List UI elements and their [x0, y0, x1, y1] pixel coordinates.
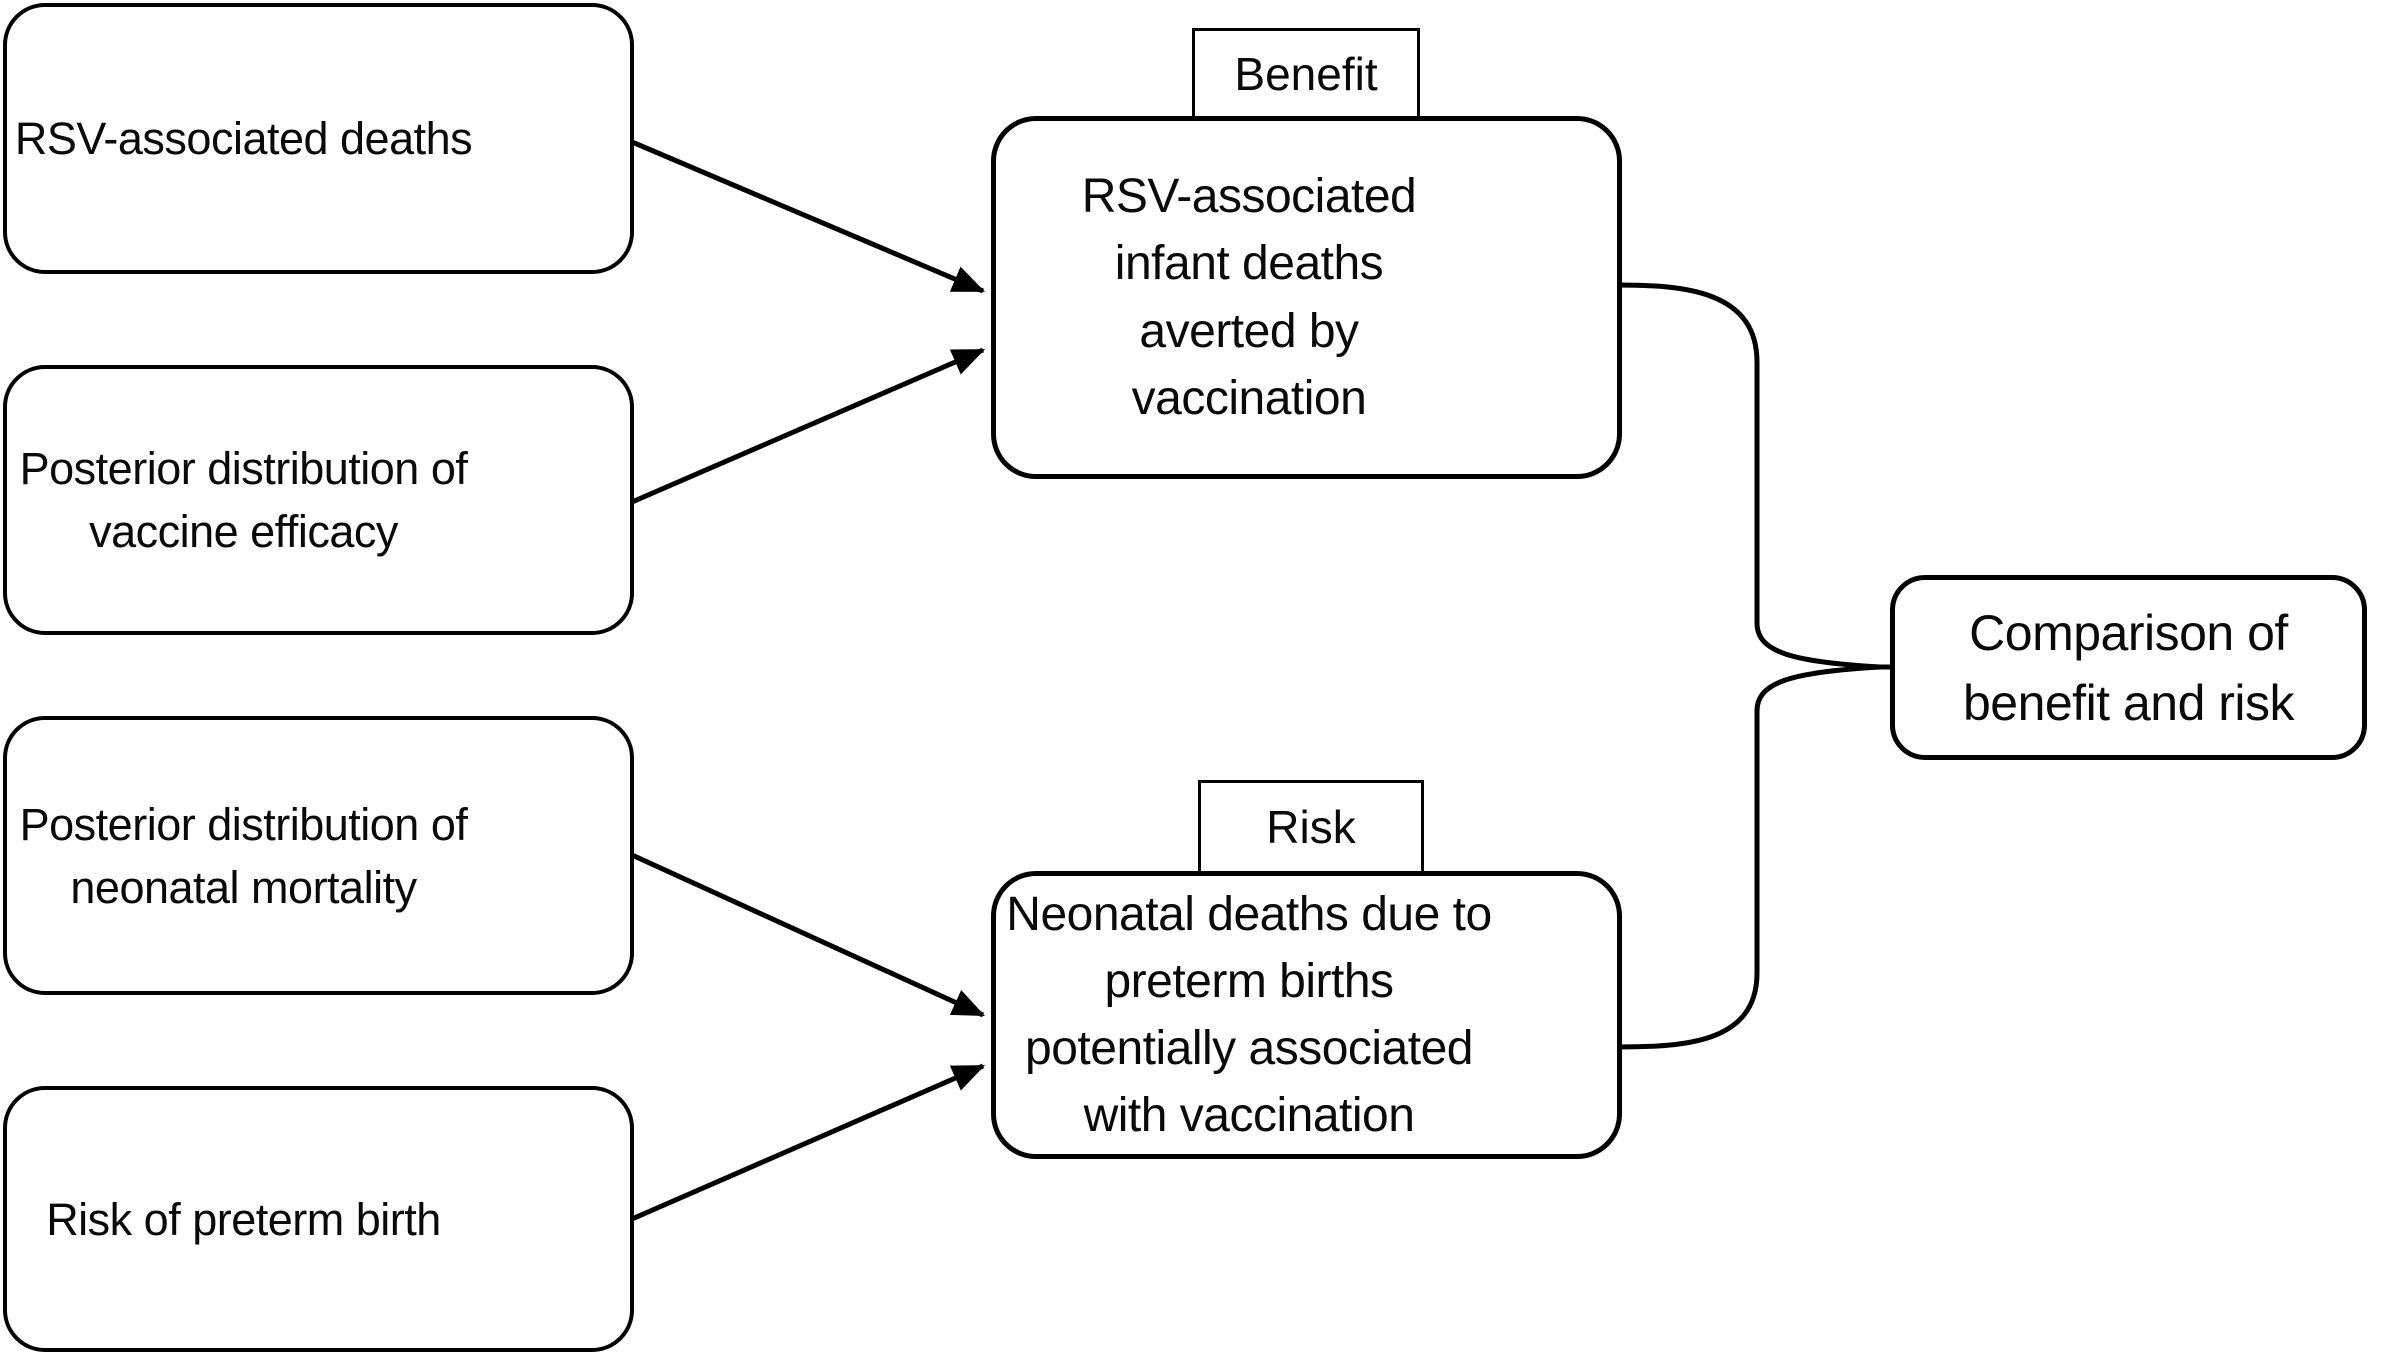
flow-box-risk: Neonatal deaths due to preterm births po… — [991, 871, 1622, 1159]
benefit-tag: Benefit — [1192, 28, 1420, 116]
flow-box-comparison: Comparison of benefit and risk — [1890, 575, 2367, 760]
flow-box-neonatal-mortality: Posterior distribution of neonatal morta… — [3, 716, 634, 995]
flow-box-benefit: RSV-associated infant deaths averted by … — [991, 116, 1622, 479]
arrow-neonatal-mortality-to-risk — [630, 852, 986, 1018]
flow-box-vaccine-efficacy: Posterior distribution of vaccine effica… — [3, 365, 634, 635]
flow-box-preterm-birth-risk: Risk of preterm birth — [3, 1086, 634, 1352]
flow-box-comparison-text: Comparison of benefit and risk — [1962, 604, 2295, 731]
flow-box-rsv-associated-deaths: RSV-associated deaths — [3, 3, 634, 274]
benefit-tag-text: Benefit — [1234, 47, 1378, 100]
arrow-preterm-risk-to-risk — [631, 1063, 986, 1222]
flow-box-risk-text: Neonatal deaths due to preterm births po… — [1006, 887, 1492, 1143]
risk-tag: Risk — [1198, 780, 1424, 871]
brace-benefit-risk-to-comparison — [1616, 282, 1893, 1050]
flow-box-vaccine-efficacy-text: Posterior distribution of vaccine effica… — [19, 443, 468, 557]
flow-box-neonatal-mortality-text: Posterior distribution of neonatal morta… — [19, 798, 468, 913]
arrow-vaccine-efficacy-to-benefit — [631, 347, 986, 505]
flow-box-benefit-text: RSV-associated infant deaths averted by … — [1081, 170, 1417, 425]
arrow-rsv-deaths-to-benefit — [631, 139, 986, 294]
flow-box-preterm-birth-risk-text: Risk of preterm birth — [46, 1193, 441, 1245]
flow-box-rsv-associated-deaths-text: RSV-associated deaths — [14, 113, 473, 164]
risk-tag-text: Risk — [1266, 801, 1356, 853]
